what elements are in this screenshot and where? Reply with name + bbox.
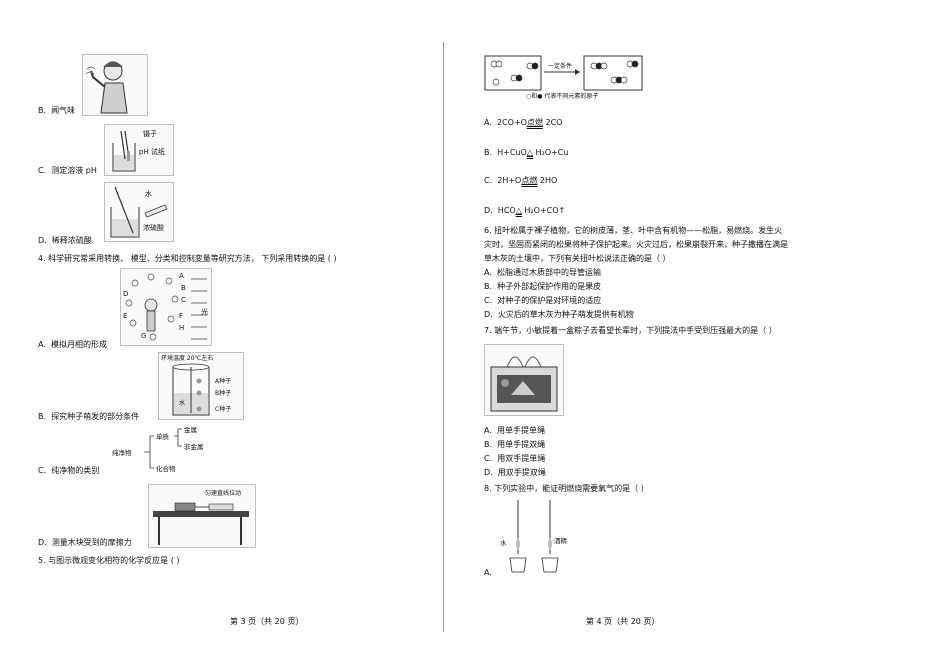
q7-option-d: D. 用双手提双绳	[484, 468, 546, 477]
water-label: 水	[500, 539, 507, 547]
q6-option-d: D. 火灾后的草木灰为种子萌发提供有机物	[484, 310, 634, 319]
friction-figure: 匀速直线拉动	[148, 484, 256, 548]
moon-letter: D	[123, 290, 129, 298]
q4-option-c: C. 纯净物的类别	[38, 466, 100, 475]
combustion-experiment-figure: 水 酒精	[500, 498, 570, 576]
right-page: 一定条件 ○和● 代表不同元素的原子 A. 2CO+O点燃 2CO B. H+C…	[446, 0, 950, 671]
page-number-left: 第 3 页（共 20 页）	[230, 617, 304, 626]
substance-classification-figure: 纯净物 单质 化合物 金属 非金属	[110, 426, 214, 476]
ph-test-figure: 镊子 pH 试纸	[104, 124, 174, 176]
seed-label-c: C种子	[215, 406, 232, 413]
option-b-smell: B. 闻气味	[38, 106, 76, 115]
metal-label: 金属	[184, 426, 197, 434]
dilute-acid-figure: 水 浓硫酸	[104, 182, 174, 242]
element-label: 单质	[156, 433, 169, 441]
page-divider	[443, 42, 444, 632]
question-4-stem: 4. 科学研究常采用转换、 模型、分类和控制变量等研究方法， 下列采用转换的是 …	[38, 254, 337, 263]
option-c-ph: C. 测定溶液 pH	[38, 166, 97, 175]
question-5-stem: 5. 与图示微观变化相符的化学反应是 ( )	[38, 556, 180, 565]
question-7-stem: 7. 端午节，小敏提着一盒粽子去看望长辈时，下列提法中手受到压强最大的是（ ）	[484, 326, 777, 335]
arrow-condition-label: 一定条件	[548, 63, 573, 70]
ph-paper-label: pH 试纸	[139, 148, 165, 156]
seed-water-label: 水	[179, 400, 186, 407]
q4-option-a: A. 模拟月相的形成	[38, 340, 107, 349]
q6-option-c: C. 对种子的保护是对环境的适应	[484, 296, 602, 305]
q7-option-a: A. 用单手提单绳	[484, 426, 545, 435]
smell-figure	[82, 54, 148, 116]
q7-option-c: C. 用双手提单绳	[484, 454, 546, 463]
q4-option-b: B. 探究种子萌发的部分条件	[38, 412, 140, 421]
acid-label: 浓硫酸	[143, 224, 164, 232]
alcohol-label: 酒精	[554, 537, 567, 545]
moon-letter: B	[181, 284, 186, 292]
pure-substance-label: 纯净物	[112, 449, 132, 457]
atom-legend: ○和● 代表不同元素的原子	[526, 93, 599, 100]
left-page: B. 闻气味 镊子 pH 试纸 C. 测定溶液 pH 水 浓硫酸 D. 稀释浓硫…	[0, 0, 443, 671]
q8-option-a: A.	[484, 568, 492, 577]
moon-letter: G	[141, 332, 147, 340]
seed-label-a: A种子	[215, 378, 232, 385]
q7-option-b: B. 用单手提双绳	[484, 440, 546, 449]
q6-option-b: B. 种子外部起保护作用的是果皮	[484, 282, 602, 291]
q6-line-3: 草木灰的土壤中，下列有关扭叶松说法正确的是（ ）	[484, 254, 671, 263]
moon-letter: C	[181, 296, 186, 304]
option-d-dilute: D. 稀释浓硫酸	[38, 236, 92, 245]
q6-option-a: A. 松脂通过木质部中的导管运输	[484, 268, 601, 277]
moon-letter: E	[123, 312, 128, 320]
moon-letter: A	[179, 272, 184, 280]
micro-reaction-figure: 一定条件 ○和● 代表不同元素的原子	[484, 54, 644, 102]
moon-letter: F	[179, 312, 184, 320]
water-label: 水	[145, 190, 152, 198]
moon-phase-figure: A B C D E F G H 光	[120, 268, 212, 346]
moon-letter: H	[179, 324, 185, 332]
seed-germination-figure: 环境温度 20℃左右 A种子 B种子 C种子 水	[158, 352, 244, 420]
tweezers-label: 镊子	[143, 130, 157, 138]
q5-option-d: D. HCO△ H₂O+CO↑	[484, 206, 566, 215]
page-number-right: 第 4 页（共 20 页）	[586, 617, 660, 626]
zongzi-box-figure	[484, 344, 564, 416]
q4-option-d: D. 测量木块受到的摩擦力	[38, 538, 132, 547]
compound-label: 化合物	[156, 465, 176, 473]
question-8-stem: 8. 下列实验中，能证明燃烧需要氧气的是（ ）	[484, 484, 649, 493]
q5-option-c: C. 2H+O点燃 2HO	[484, 176, 558, 185]
nonmetal-label: 非金属	[184, 443, 204, 451]
friction-title: 匀速直线拉动	[205, 490, 242, 497]
q6-line-2: 灾时，坚固而紧闭的松果将种子保护起来。火灾过后，松果崩裂开来，种子撒播在满是	[484, 240, 788, 249]
q6-line-1: 6. 扭叶松属于裸子植物，它的树皮薄，茎、叶中含有机物——松脂，易燃烧。发生火	[484, 226, 783, 235]
light-label: 光	[201, 308, 208, 316]
seed-label-b: B种子	[215, 390, 232, 397]
seed-title: 环境温度 20℃左右	[161, 355, 214, 362]
q5-option-b: B. H+CuO△ H₂O+Cu	[484, 148, 569, 157]
q5-option-a: A. 2CO+O点燃 2CO	[484, 118, 563, 127]
person-smelling-icon	[85, 61, 128, 114]
